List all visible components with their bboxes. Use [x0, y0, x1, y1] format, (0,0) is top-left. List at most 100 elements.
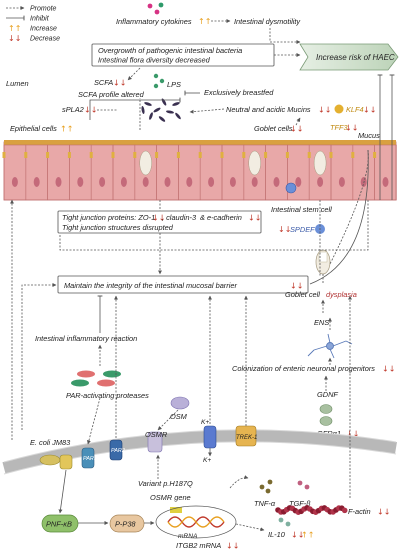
tight-junction	[133, 152, 137, 158]
dna-strand	[167, 507, 225, 528]
f-actin-filament	[275, 505, 348, 515]
bacteria-cluster	[141, 98, 181, 122]
goblet-cell	[139, 150, 152, 176]
spdef-label: SPDEF	[290, 225, 315, 234]
mucins-decrease-icon: ↓↓	[318, 106, 331, 115]
cell-nucleus	[186, 177, 193, 187]
cell-nucleus	[295, 177, 302, 187]
epithelial-cell	[374, 144, 397, 201]
tight-junction	[329, 152, 333, 158]
tnf-label: TNF-α	[254, 499, 276, 508]
goblet-decrease-icon: ↓↓	[290, 125, 303, 134]
tight-junction	[220, 152, 224, 158]
tight-junction	[2, 152, 6, 158]
colonization-decrease-icon: ↓↓	[382, 365, 395, 374]
tight-junction	[155, 152, 159, 158]
variant-label: Variant p.H187Q	[138, 479, 193, 488]
tight-junction	[89, 152, 93, 158]
tight-junction-box	[57, 210, 262, 234]
goblet-cell-icon	[315, 249, 331, 275]
zo1-decrease-icon: ↓↓	[152, 214, 165, 223]
par1-label: PAR1	[83, 456, 97, 462]
cell-nucleus	[11, 177, 18, 187]
cytokines-increase-icon: ↑↑	[198, 17, 211, 26]
cell-nucleus	[251, 177, 258, 187]
goblet-cells-label: Goblet cells	[254, 124, 293, 133]
e-coli-icon	[39, 454, 61, 466]
epithelial-increase-icon: ↑↑	[60, 125, 73, 134]
cytokine-dots	[147, 2, 164, 15]
par-activating-label: PAR-activating proteases	[66, 391, 149, 400]
colonization-label: Colonization of enteric neuronal progeni…	[232, 364, 375, 373]
il10-label: IL-10	[268, 530, 286, 539]
k-plus-top: K+	[201, 419, 209, 426]
legend-inhibit: Inhibit	[30, 16, 50, 23]
haec-label: Increase risk of HAEC	[316, 53, 395, 62]
cell-nucleus	[142, 177, 149, 187]
nucleus-outline	[155, 505, 237, 539]
pp38-node	[109, 514, 145, 533]
nfkb-label: PNF-κB	[46, 520, 72, 529]
f-actin-decrease-icon: ↓↓	[377, 508, 390, 517]
cell-nucleus	[382, 177, 389, 187]
maintain-barrier-box	[57, 275, 309, 294]
exclusively-breastfed-label: Exclusively breastfed	[204, 88, 274, 97]
osmr-gene-label: OSMR gene	[150, 493, 191, 502]
intestinal-dysmotility-label: Intestinal dysmotility	[234, 17, 301, 26]
protease-icons	[71, 370, 121, 387]
lps-dots	[153, 73, 165, 89]
tight-junction	[67, 152, 71, 158]
tight-junction	[264, 152, 268, 158]
osmr-label: OSMR	[145, 430, 168, 439]
barrier-decrease-icon: ↓↓	[290, 282, 303, 291]
itgb2-label: ITGB2 mRNA	[176, 541, 221, 550]
par1-receptor	[81, 447, 95, 469]
neuron-icon	[307, 333, 353, 359]
tight-junction	[24, 152, 28, 158]
par2-label: PAR2	[111, 448, 125, 454]
cell-nucleus	[273, 177, 280, 187]
cell-nucleus	[99, 177, 106, 187]
epithelium-layer	[2, 140, 397, 201]
potassium-channel	[203, 425, 217, 449]
inflammatory-reaction-label: Intestinal inflammatory reaction	[35, 334, 137, 343]
cell-nucleus	[229, 177, 236, 187]
goblet-cell	[313, 150, 327, 176]
cell-nucleus	[33, 177, 40, 187]
gfra1-decrease-icon: ↓↓	[346, 430, 359, 439]
epithelial-cells-label: Epithelial cells	[10, 124, 57, 133]
gdnf-label: GDNF	[317, 390, 338, 399]
tj-line2: Tight junction structures disrupted	[62, 223, 174, 232]
legend-increase: Increase	[30, 26, 57, 33]
cell-nucleus	[338, 177, 345, 187]
decrease-legend-icon: ↓↓	[8, 34, 21, 43]
tight-junction	[176, 152, 180, 158]
cell-membrane	[2, 429, 397, 474]
cell-nucleus	[208, 177, 215, 187]
osm-icon	[170, 396, 190, 410]
tj-line1-a: Tight junction proteins: ZO-1	[62, 213, 155, 222]
tj-line1-b: , claudin-3	[162, 213, 197, 222]
cell-nucleus	[317, 177, 324, 187]
legend-promote: Promote	[30, 6, 57, 13]
f-actin-label: F-actin	[348, 507, 371, 516]
legend: Promote Inhibit ↑↑ Increase ↓↓ Decrease	[6, 6, 60, 43]
inflammatory-cytokines-label: Inflammatory cytokines	[116, 17, 192, 26]
ens-label: ENS	[314, 318, 329, 327]
osmr-receptor	[147, 431, 163, 453]
tight-junction	[198, 152, 202, 158]
haec-risk-box	[299, 43, 399, 71]
nfkb-node	[41, 514, 79, 533]
goblet-cell	[248, 150, 261, 176]
tff3-label: TFF3	[330, 123, 349, 132]
spla2-label: sPLA2	[62, 105, 84, 114]
il10-decrease-icon: ↓↓	[291, 531, 304, 540]
scfa-decrease-icon: ↓↓	[113, 79, 126, 88]
cell-nucleus	[120, 177, 127, 187]
tgf-dots	[297, 480, 310, 490]
scfa-profile-label: SCFA profile altered	[78, 90, 145, 99]
tight-junction	[111, 152, 115, 158]
lps-label: LPS	[167, 80, 181, 89]
tight-junction	[285, 152, 289, 158]
